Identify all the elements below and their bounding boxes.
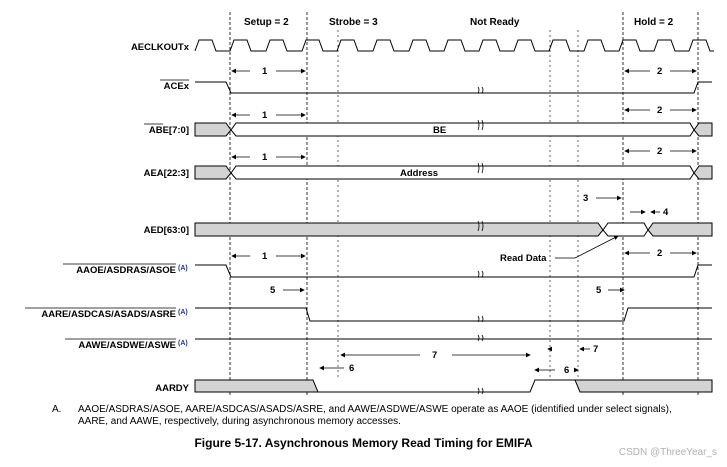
signal-are-label: AARE/ASDCAS/ASADS/ASRE	[41, 309, 176, 320]
timing-label-1c: 1	[262, 152, 268, 163]
timing-label-1b: 1	[262, 110, 268, 121]
abe-bus-label: BE	[433, 125, 446, 136]
read-data-label: Read Data	[500, 253, 547, 264]
are-waveform	[195, 307, 712, 322]
signal-aoe-label: AAOE/ASDRAS/ASOE	[76, 265, 176, 276]
clock-waveform	[194, 39, 714, 52]
signal-awe-note-marker: (A)	[178, 340, 188, 347]
phase-hold-label: Hold = 2	[634, 17, 674, 28]
watermark: CSDN @ThreeYear_s	[618, 447, 717, 458]
phase-setup-label: Setup = 2	[244, 17, 289, 28]
timing-label-2a: 2	[657, 66, 662, 77]
aea-bus-label: Address	[400, 168, 438, 179]
timing-label-6b: 6	[564, 365, 569, 376]
signal-aed-label: AED[63:0]	[144, 225, 189, 236]
signal-aea-label: AEA[22:3]	[144, 168, 189, 179]
signal-abe-label: ABE[7:0]	[149, 125, 189, 136]
phase-not-ready-label: Not Ready	[470, 17, 520, 28]
timing-label-7b: 7	[593, 344, 598, 355]
abe-bus	[194, 122, 713, 137]
timing-label-2c: 2	[657, 146, 662, 157]
timing-label-3: 3	[583, 193, 588, 204]
signal-ardy-label: AARDY	[155, 383, 189, 394]
footnote-tag: A.	[52, 404, 62, 415]
signal-aoe-note-marker: (A)	[178, 265, 188, 272]
signal-are-note-marker: (A)	[178, 309, 188, 316]
timing-label-6a: 6	[349, 363, 354, 374]
timing-label-1a: 1	[262, 66, 268, 77]
ace-waveform	[195, 81, 712, 94]
timing-label-2b: 2	[657, 105, 662, 116]
footnote-text: AAOE/ASDRAS/ASOE, AARE/ASDCAS/ASADS/ASRE…	[78, 404, 672, 427]
aed-bus	[194, 222, 713, 237]
timing-label-1d: 1	[262, 251, 268, 262]
timing-label-2d: 2	[657, 248, 662, 259]
timing-arrows	[231, 68, 697, 373]
timing-label-4: 4	[663, 207, 669, 218]
signal-awe-label: AAWE/ASDWE/ASWE	[78, 340, 176, 351]
signal-ace-label: ACEx	[164, 81, 190, 92]
aoe-waveform	[195, 264, 712, 278]
timing-label-7a: 7	[432, 350, 437, 361]
phase-strobe-label: Strobe = 3	[329, 17, 378, 28]
aea-bus	[194, 165, 713, 180]
break-marks	[477, 86, 484, 395]
signal-clock-label: AECLKOUTx	[131, 42, 190, 53]
ardy-waveform	[194, 379, 713, 393]
timing-label-5b: 5	[596, 285, 602, 296]
phase-dividers	[229, 12, 699, 395]
timing-label-5a: 5	[270, 285, 276, 296]
figure-caption: Figure 5-17. Asynchronous Memory Read Ti…	[194, 436, 533, 450]
